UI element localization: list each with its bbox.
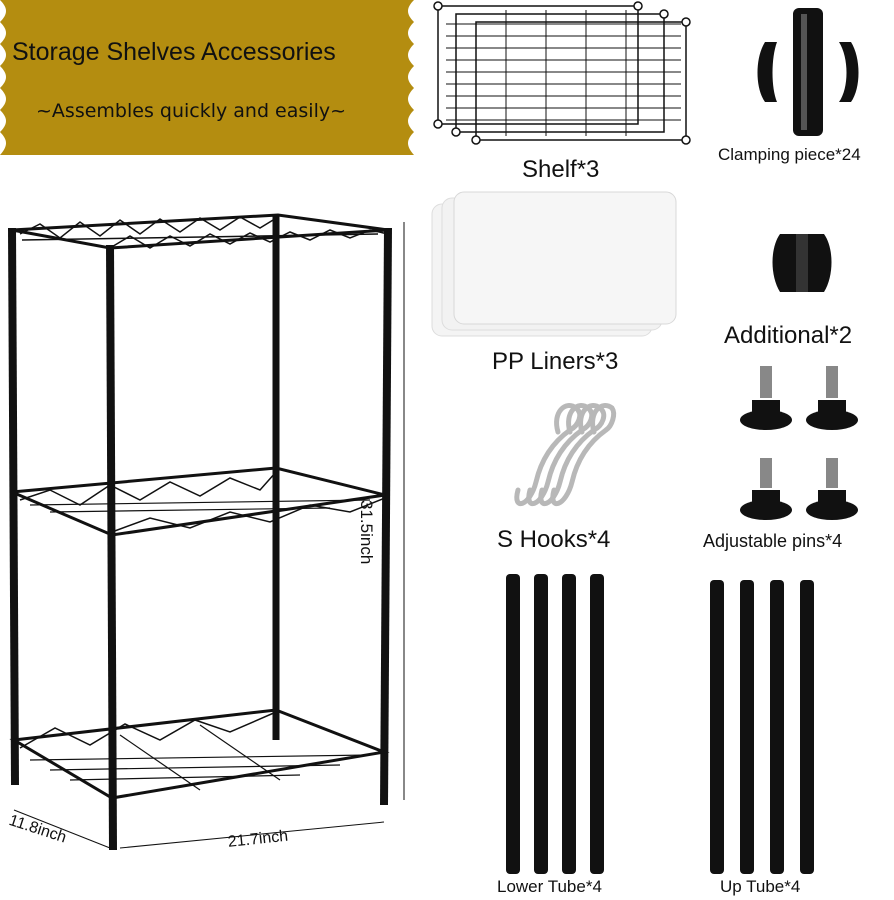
s-hooks-image [514, 403, 617, 507]
clamping-piece-label: Clamping piece*24 [718, 145, 861, 164]
additional-piece-image [772, 234, 832, 292]
clamping-piece-image [757, 8, 859, 136]
lower-tubes-image [506, 574, 604, 874]
pp-liners-image [431, 191, 677, 337]
wire-shelf-rack-image [8, 213, 405, 851]
adjustable-pins-image [740, 366, 858, 520]
height-dimension-label: 31.5inch [357, 500, 376, 565]
banner-subtitle: ~Assembles quickly and easily~ [36, 100, 347, 122]
adjustable-pins-label: Adjustable pins*4 [703, 531, 843, 551]
lower-tube-label: Lower Tube*4 [497, 877, 602, 896]
banner-background [0, 0, 414, 155]
up-tubes-image [710, 580, 814, 874]
s-hooks-label: S Hooks*4 [497, 526, 611, 553]
additional-label: Additional*2 [724, 322, 853, 349]
pp-liners-label: PP Liners*3 [492, 348, 619, 375]
up-tube-label: Up Tube*4 [720, 877, 801, 896]
banner-title: Storage Shelves Accessories [12, 38, 336, 66]
shelf-label: Shelf*3 [522, 156, 600, 183]
wire-shelf-grid-image [433, 1, 691, 145]
